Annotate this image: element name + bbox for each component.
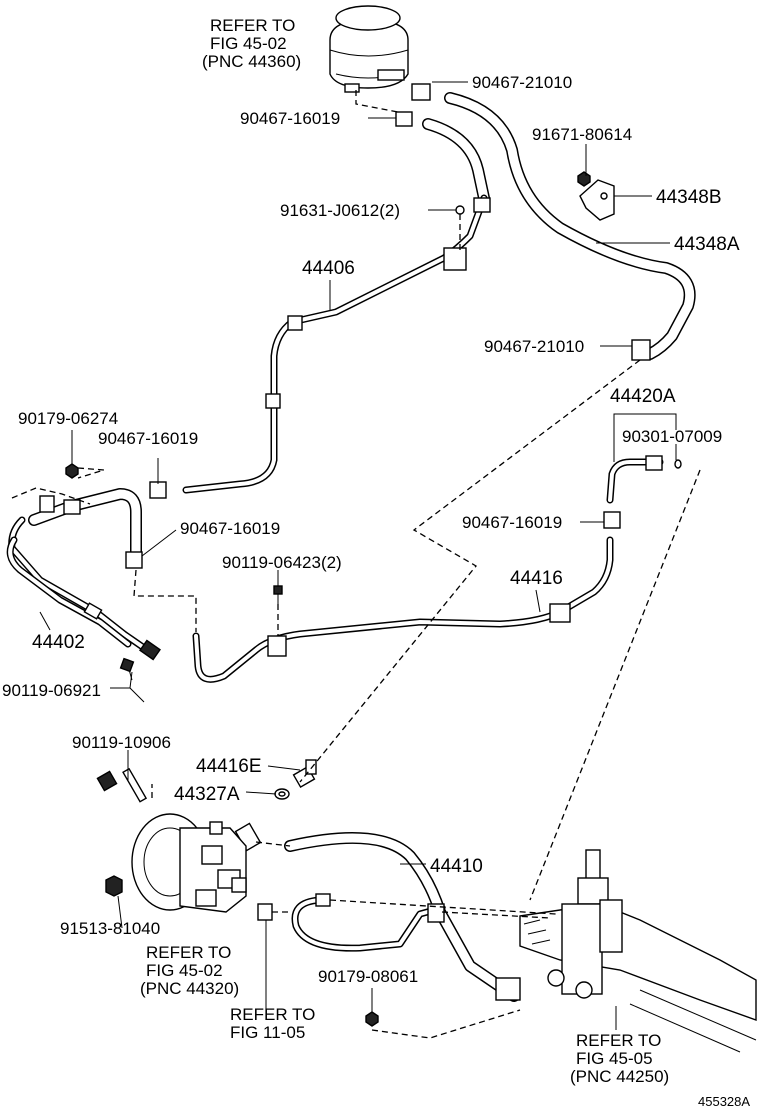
bracket-44410 <box>495 977 521 1001</box>
label-44410: 44410 <box>430 856 483 877</box>
label-90119-06423: 90119-06423(2) <box>222 553 342 572</box>
label-90119-10906: 90119-10906 <box>72 733 171 752</box>
bolt-90119-10906 <box>96 767 148 803</box>
union-44416e <box>292 759 317 789</box>
ref-reservoir-line1: REFER TO <box>210 16 295 35</box>
label-90467-21010-mid: 90467-21010 <box>484 337 584 356</box>
bracket-44416-b <box>549 603 571 623</box>
label-91631-j0612: 91631-J0612(2) <box>280 201 400 220</box>
clamp-90467-16019-mid <box>125 551 143 569</box>
label-90467-21010-top: 90467-21010 <box>472 73 572 92</box>
gasket-44327a <box>274 788 290 800</box>
power-steering-pump <box>131 813 247 913</box>
label-90467-16019-mid: 90467-16019 <box>180 519 280 538</box>
clamp-90467-16019-top <box>395 111 413 127</box>
label-44416e: 44416E <box>196 756 262 777</box>
leader-lines <box>39 81 677 1030</box>
ref-gear-line2: FIG 45-05 <box>576 1049 653 1068</box>
ref-reservoir-line2: FIG 45-02 <box>210 34 287 53</box>
label-44348a: 44348A <box>674 234 740 255</box>
clamp-90467-21010-mid <box>631 339 651 361</box>
bracket-44416-a <box>267 635 287 657</box>
ref-fig1105-line1: REFER TO <box>230 1005 315 1024</box>
ref-fig1105-line2: FIG 11-05 <box>230 1023 305 1042</box>
clamp-44406-b <box>265 393 281 409</box>
ref-gear-line3: (PNC 44250) <box>570 1067 669 1086</box>
bolt-90119-06423 <box>273 585 283 604</box>
clamp-90467-16019-left <box>149 481 167 499</box>
o-ring-90301-07009 <box>645 455 682 471</box>
union-bolt-fig1105 <box>257 903 273 921</box>
clamp-44410 <box>427 903 445 923</box>
clamp-90467-16019-right <box>603 511 621 529</box>
nut-90179-06274 <box>65 463 79 479</box>
steering-gear <box>519 849 757 1053</box>
ref-pump-line2: FIG 45-02 <box>146 961 223 980</box>
label-44406: 44406 <box>302 258 355 279</box>
bracket-44406 <box>443 247 467 271</box>
label-90179-08061: 90179-08061 <box>318 967 418 986</box>
ref-gear-line1: REFER TO <box>576 1031 661 1050</box>
label-90119-06921: 90119-06921 <box>2 681 101 700</box>
bolt-91671-80614 <box>577 171 591 187</box>
nut-90179-08061 <box>365 1011 379 1027</box>
label-44327a: 44327A <box>174 784 240 805</box>
clamp-91631-j0612 <box>455 197 491 215</box>
bracket-44348b <box>579 179 615 221</box>
reservoir-tank <box>329 5 409 93</box>
label-44420a: 44420A <box>610 386 676 407</box>
illustration-id: 455328A <box>698 1094 750 1109</box>
ref-pump-line3: (PNC 44320) <box>140 979 239 998</box>
label-90467-16019-top: 90467-16019 <box>240 109 340 128</box>
label-91513-81040: 91513-81040 <box>60 919 160 938</box>
label-91671-80614: 91671-80614 <box>532 125 632 144</box>
label-90467-16019-right: 90467-16019 <box>462 513 562 532</box>
bolt-91513-81040 <box>105 875 123 897</box>
dashed-connection-lines <box>11 90 701 1039</box>
pipe-assembly-44402 <box>6 488 161 661</box>
clamp-90467-21010-top <box>411 83 431 101</box>
label-44416: 44416 <box>510 568 563 589</box>
label-90179-06274: 90179-06274 <box>18 409 118 428</box>
ref-reservoir-line3: (PNC 44360) <box>202 52 301 71</box>
label-44348b: 44348B <box>656 187 722 208</box>
ref-pump-line1: REFER TO <box>146 943 231 962</box>
bolt-90119-06921 <box>119 657 135 681</box>
label-44402: 44402 <box>32 632 85 653</box>
label-90467-16019-left: 90467-16019 <box>98 429 198 448</box>
clamp-44406-a <box>287 315 303 331</box>
label-90301-07009: 90301-07009 <box>622 427 722 446</box>
